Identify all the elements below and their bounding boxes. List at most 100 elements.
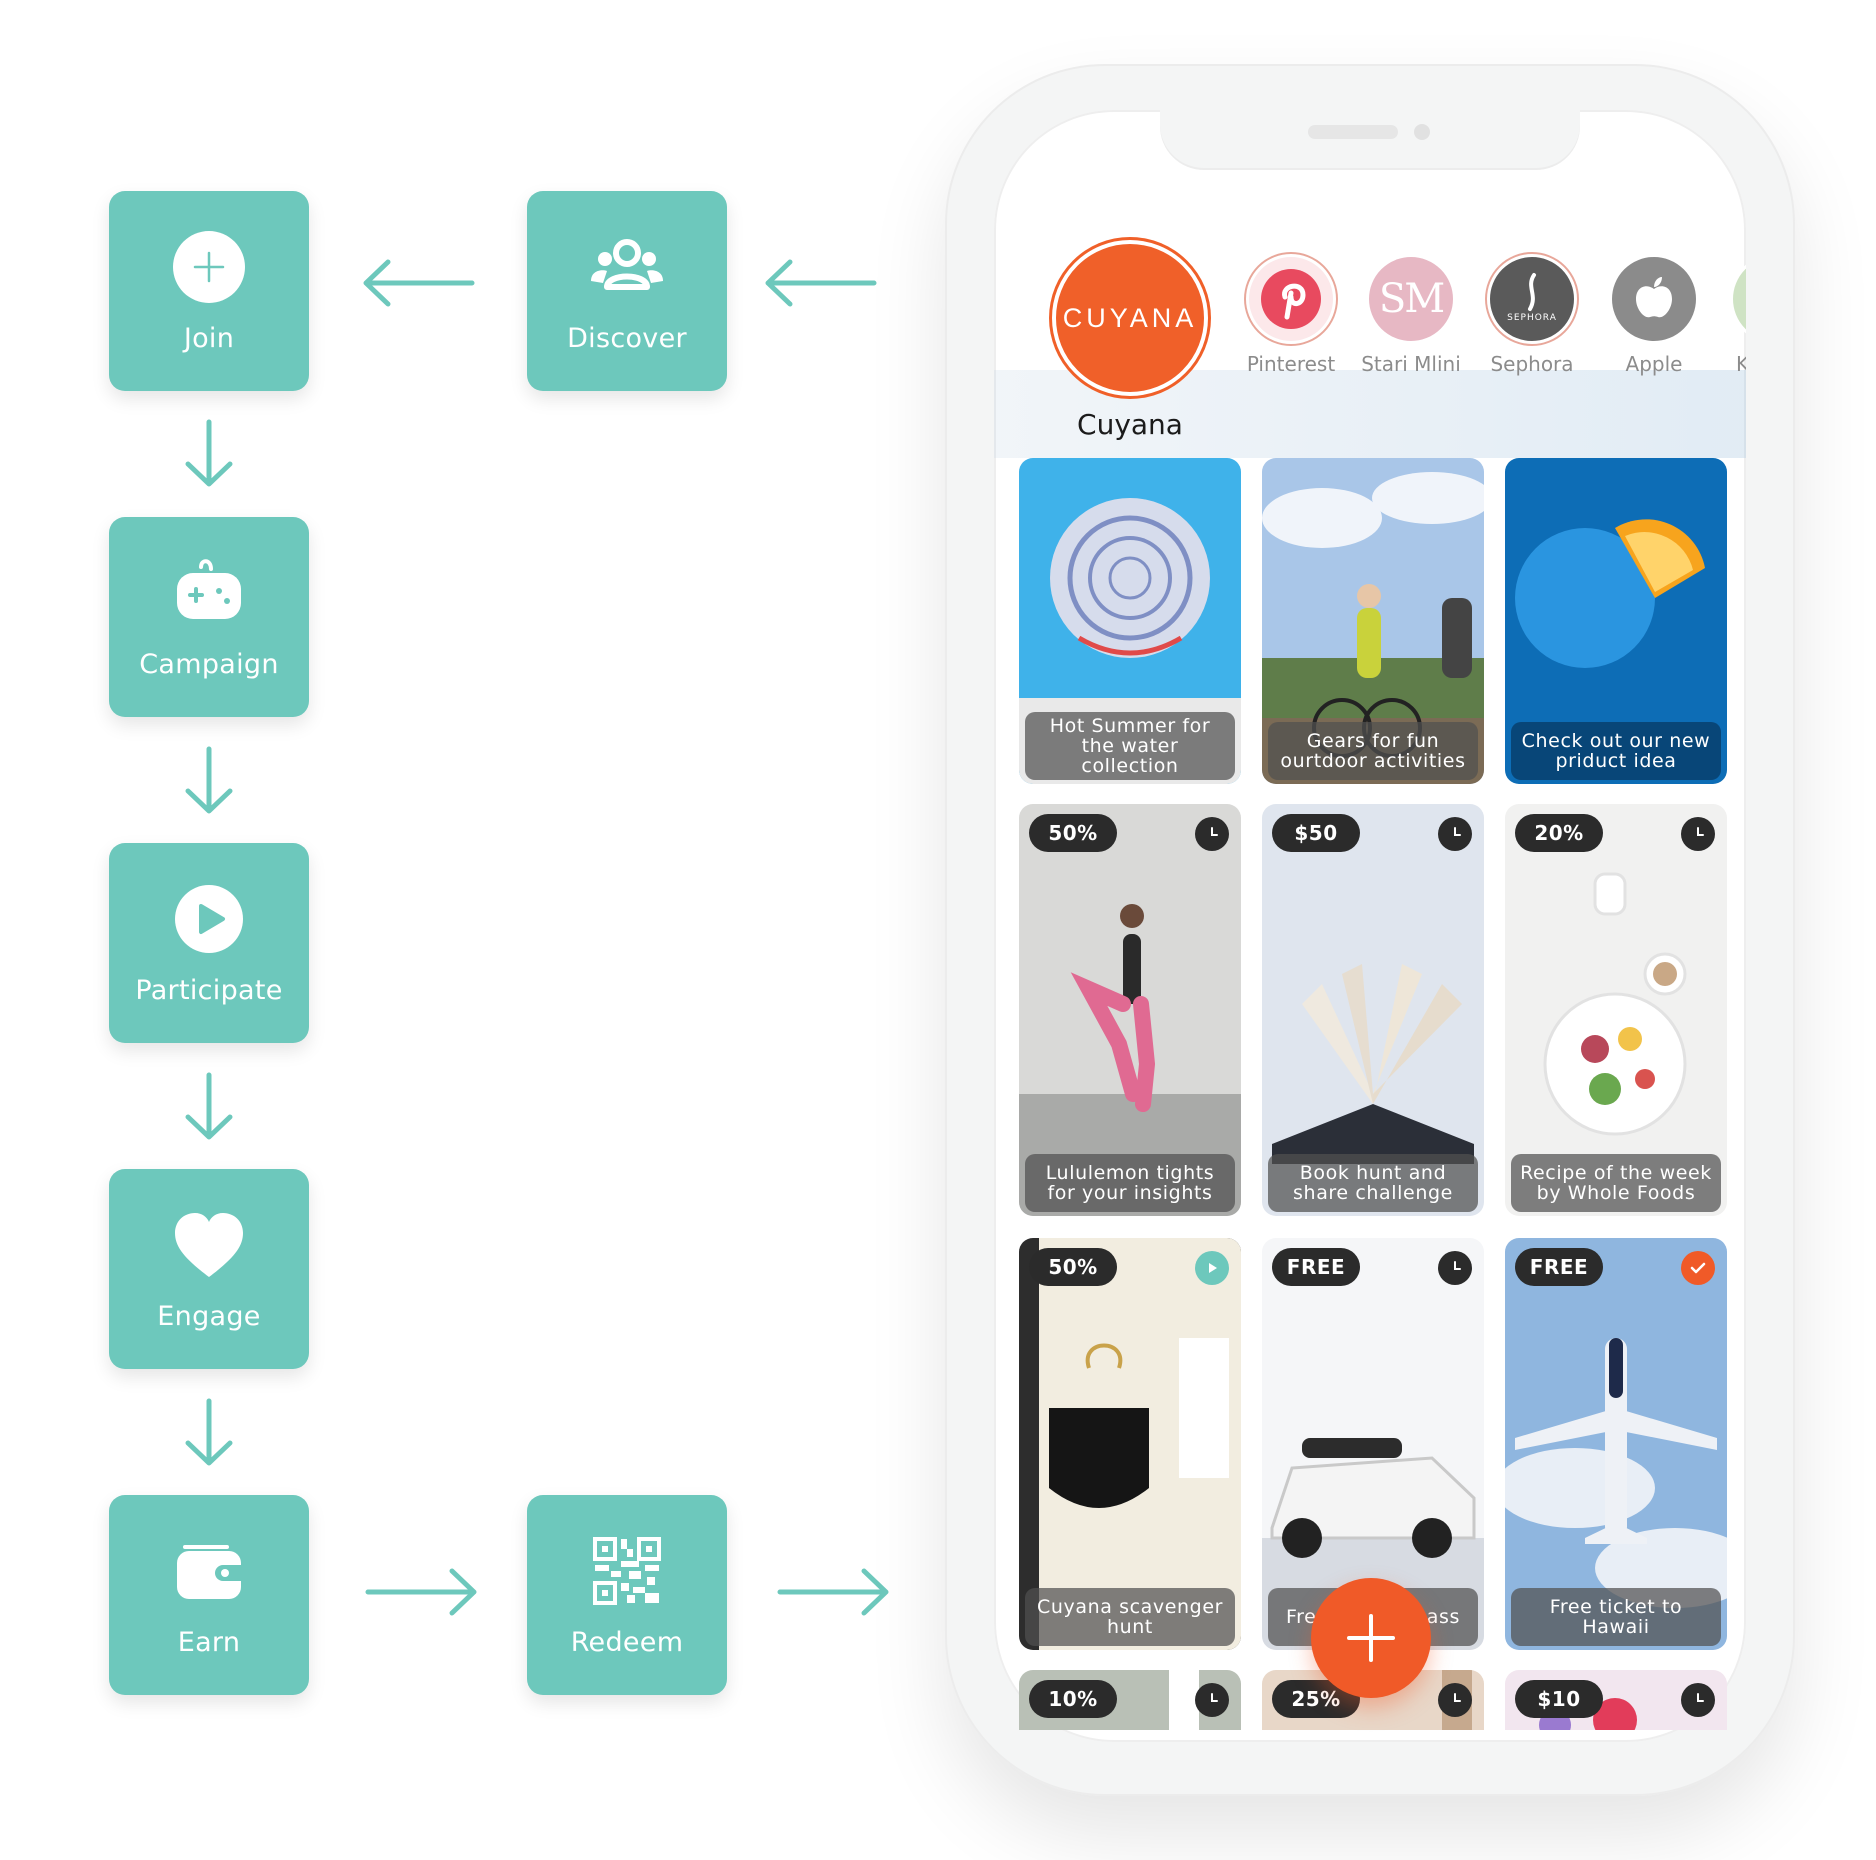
status-clock [1681,1683,1715,1717]
clock-icon [1454,827,1461,836]
check-icon [1690,1262,1706,1274]
brand-logo: CUYANA [1052,240,1208,396]
discount-badge: $10 [1515,1680,1603,1718]
arrow-down-icon [185,1072,233,1140]
card-caption: Check out our new priduct idea [1511,722,1721,780]
brand-sephora[interactable]: SEPHORA Sephora [1467,254,1597,376]
campaign-card[interactable]: Check out our new priduct idea [1505,458,1727,784]
card-caption: Book hunt and share challenge [1268,1154,1478,1212]
step-join[interactable]: Join [109,191,309,391]
play-icon [1209,1263,1217,1273]
campaign-card[interactable]: Gears for fun ourtdoor activities [1262,458,1484,784]
arrow-left-icon [363,259,475,307]
discount-badge: 25% [1272,1680,1360,1718]
step-label: Discover [567,323,687,354]
card-caption: Gears for fun ourtdoor activities [1268,722,1478,780]
step-campaign[interactable]: Campaign [109,517,309,717]
brand-name: Apple [1625,352,1683,376]
step-discover[interactable]: Discover [527,191,727,391]
qr-code-icon [593,1537,661,1605]
sephora-flame-icon [1528,273,1536,311]
status-play [1195,1251,1229,1285]
card-caption: Hot Summer for the water collection [1025,712,1235,780]
brand-pinterest[interactable]: Pinterest [1226,254,1356,376]
status-clock [1195,1683,1229,1717]
clock-icon [1697,1693,1704,1702]
card-caption: Recipe of the week by Whole Foods [1511,1154,1721,1212]
discount-badge: 10% [1029,1680,1117,1718]
brand-stari-mlini[interactable]: SM Stari Mlini [1346,254,1476,376]
card-caption: Cuyana scavenger hunt [1025,1588,1235,1646]
arrow-down-icon [185,419,233,487]
discount-badge: 50% [1029,1248,1117,1286]
discount-badge: 50% [1029,814,1117,852]
card-image [1262,804,1484,1216]
step-label: Earn [177,1627,241,1658]
status-clock [1438,1683,1472,1717]
status-check [1681,1251,1715,1285]
brand-logo-text: SEPHORA [1507,313,1557,323]
brand-name: Cuyana [1077,408,1183,441]
step-redeem[interactable]: Redeem [527,1495,727,1695]
brand-name: Stari Mlini [1361,352,1461,376]
wallet-icon [177,1545,241,1599]
campaign-card[interactable]: Hot Summer for the water collection [1019,458,1241,784]
card-image [1505,1238,1727,1650]
card-image [1505,804,1727,1216]
discount-badge: FREE [1515,1248,1603,1286]
brand-partial[interactable]: K [1710,254,1746,376]
discount-badge: $50 [1272,814,1360,852]
phone-notch [1160,108,1580,170]
heart-icon [175,1213,243,1277]
clock-icon [1454,1693,1461,1702]
brand-cuyana[interactable]: CUYANA Cuyana [1050,240,1210,441]
users-icon [591,239,663,290]
status-clock [1438,817,1472,851]
arrow-down-icon [185,1398,233,1466]
step-label: Engage [157,1301,261,1332]
phone-camera [1414,124,1430,140]
apple-icon [1636,277,1672,318]
clock-icon [1454,1261,1461,1270]
brand-apple[interactable]: Apple [1589,254,1719,376]
step-engage[interactable]: Engage [109,1169,309,1369]
status-clock [1681,817,1715,851]
campaign-card[interactable]: $10 [1505,1670,1727,1730]
card-image [1019,1238,1241,1650]
brand-name: Sephora [1490,352,1574,376]
step-earn[interactable]: Earn [109,1495,309,1695]
clock-icon [1211,1693,1218,1702]
gamepad-icon [177,559,241,619]
brand-logo-text: CUYANA [1062,302,1198,333]
campaign-card[interactable]: 50% Lululemon tights for your insights [1019,804,1241,1216]
step-participate[interactable]: Participate [109,843,309,1043]
campaign-card[interactable]: 10% [1019,1670,1241,1730]
arrow-left-icon [765,259,877,307]
pinterest-icon [1261,269,1321,329]
card-caption: Lululemon tights for your insights [1025,1154,1235,1212]
play-circle-icon [175,885,243,953]
step-label: Redeem [570,1627,684,1658]
plus-icon [1347,1614,1395,1662]
add-button[interactable] [1311,1578,1431,1698]
campaign-card[interactable]: 20% Recipe of the week by Whole Foods [1505,804,1727,1216]
campaign-card[interactable]: $50 Book hunt and share challenge [1262,804,1484,1216]
brand-logo [1730,254,1746,344]
step-label: Participate [135,975,283,1006]
arrow-down-icon [185,746,233,814]
step-label: Campaign [139,649,279,680]
arrow-right-icon [777,1568,889,1616]
status-clock [1195,817,1229,851]
campaign-card[interactable]: 25% [1262,1670,1484,1730]
discount-badge: 20% [1515,814,1603,852]
card-caption: Free ticket to Hawaii [1511,1588,1721,1646]
step-label: Join [183,323,235,354]
clock-icon [1697,827,1704,836]
clock-icon [1211,827,1218,836]
phone-speaker [1308,125,1398,139]
discount-badge: FREE [1272,1248,1360,1286]
brand-name: K [1736,352,1746,376]
card-caption-end: ass [1426,1606,1460,1628]
campaign-card[interactable]: FREE Free ticket to Hawaii [1505,1238,1727,1650]
campaign-card[interactable]: 50% Cuyana scavenger hunt [1019,1238,1241,1650]
